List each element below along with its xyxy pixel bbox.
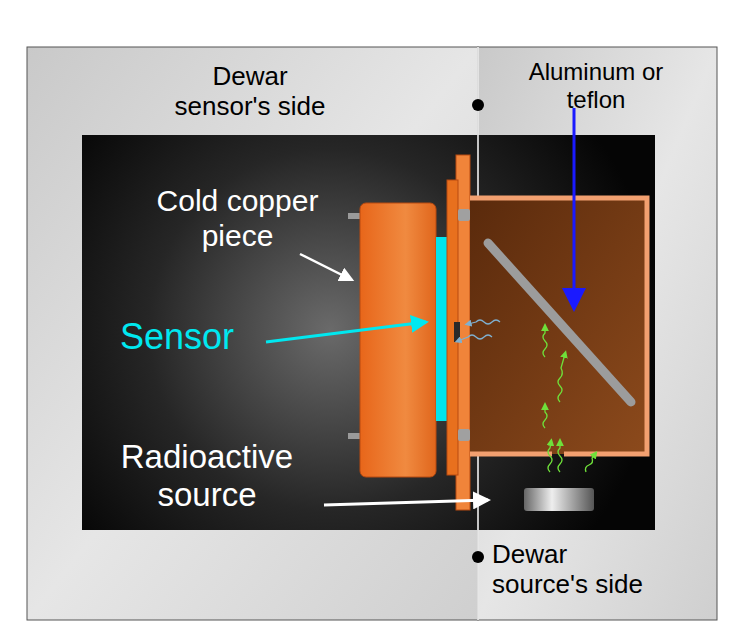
gamma-rays bbox=[543, 327, 595, 472]
region-label: Dewar sensor's side bbox=[166, 62, 334, 122]
part-label: Radioactive source bbox=[93, 438, 321, 514]
region-label: Dewar source's side bbox=[492, 540, 660, 600]
sensor bbox=[436, 237, 448, 421]
leader-arrow bbox=[266, 322, 426, 342]
part-label: Aluminum or teflon bbox=[520, 58, 672, 113]
radioactive-source bbox=[524, 488, 594, 511]
scatter-plate bbox=[488, 243, 631, 402]
source-box-wall bbox=[470, 198, 647, 454]
x-rays bbox=[458, 320, 500, 341]
cold-copper-piece bbox=[360, 203, 436, 477]
leader-arrow bbox=[324, 500, 488, 505]
bolt bbox=[458, 429, 470, 441]
leader-arrow bbox=[573, 108, 576, 306]
bolt bbox=[458, 209, 470, 221]
window bbox=[454, 322, 460, 342]
vacuum-space bbox=[82, 135, 655, 530]
part-label: Sensor bbox=[120, 316, 270, 357]
joint-dot bbox=[472, 99, 484, 111]
part-label: Cold copper piece bbox=[135, 184, 340, 253]
leader-arrow bbox=[300, 254, 352, 280]
source-box bbox=[470, 198, 647, 454]
joint-dot bbox=[472, 551, 484, 563]
